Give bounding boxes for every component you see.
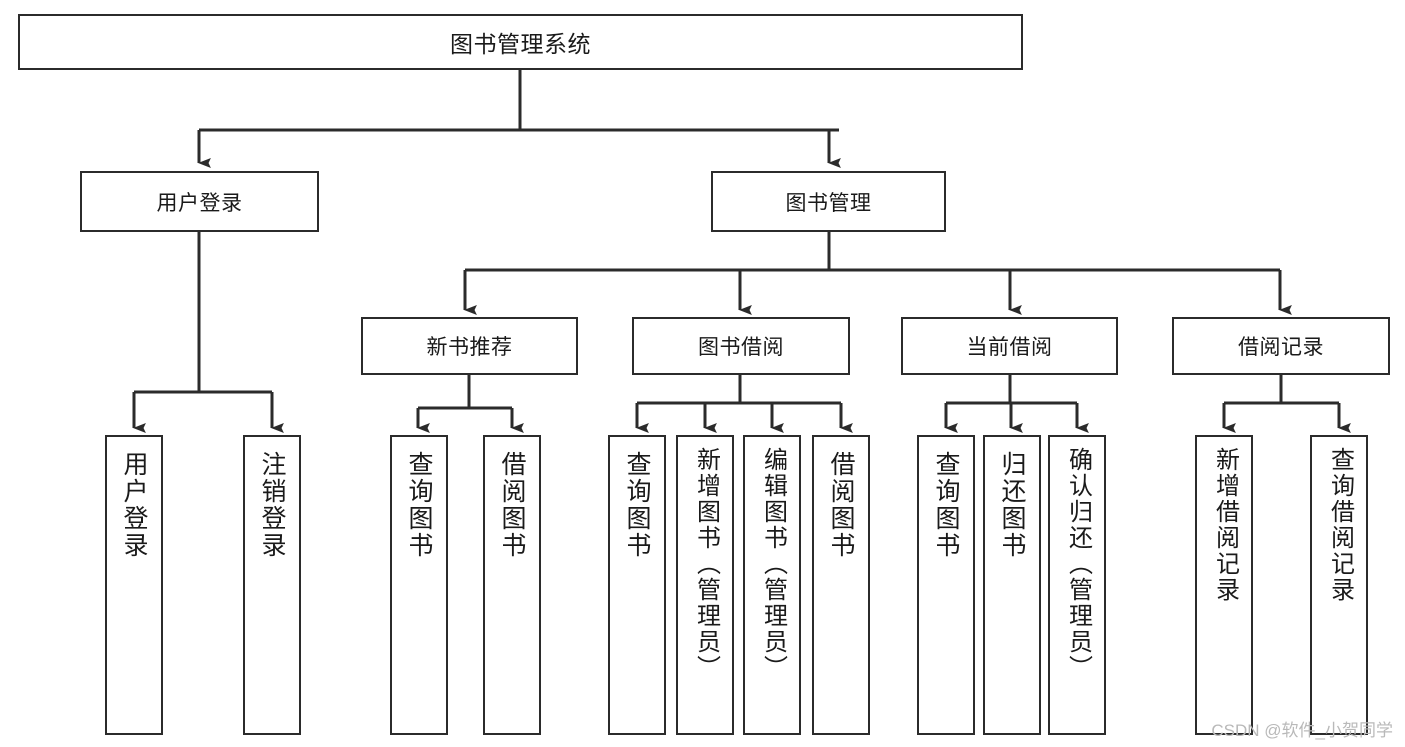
leaf-recommend-query-book[interactable]: 查询图书 [390, 435, 448, 735]
leaf-current-return-book[interactable]: 归还图书 [983, 435, 1041, 735]
leaf-borrow-borrow-book[interactable]: 借阅图书 [812, 435, 870, 735]
node-book-management[interactable]: 图书管理 [711, 171, 946, 232]
leaf-borrow-edit-book-label: 编辑图书（管理员） [759, 447, 787, 681]
leaf-user-login[interactable]: 用户登录 [105, 435, 163, 735]
leaf-record-query-label: 查询借阅记录 [1326, 447, 1354, 603]
leaf-borrow-add-book[interactable]: 新增图书（管理员） [676, 435, 734, 735]
leaf-record-add-label: 新增借阅记录 [1211, 447, 1239, 603]
node-root-label: 图书管理系统 [450, 31, 591, 57]
leaf-record-query[interactable]: 查询借阅记录 [1310, 435, 1368, 735]
node-book-borrow[interactable]: 图书借阅 [632, 317, 850, 375]
leaf-recommend-borrow-book[interactable]: 借阅图书 [483, 435, 541, 735]
node-new-book-recommend-label: 新书推荐 [426, 336, 513, 359]
leaf-borrow-add-book-label: 新增图书（管理员） [692, 447, 720, 681]
node-root-system[interactable]: 图书管理系统 [18, 14, 1023, 70]
leaf-borrow-edit-book[interactable]: 编辑图书（管理员） [743, 435, 801, 735]
node-user-login-label: 用户登录 [156, 191, 243, 215]
node-borrow-record[interactable]: 借阅记录 [1172, 317, 1390, 375]
leaf-current-confirm-return-label: 确认归还（管理员） [1064, 447, 1092, 681]
leaf-logout[interactable]: 注销登录 [243, 435, 301, 735]
leaf-borrow-borrow-book-label: 借阅图书 [827, 451, 855, 559]
leaf-logout-label: 注销登录 [258, 451, 286, 559]
leaf-current-confirm-return[interactable]: 确认归还（管理员） [1048, 435, 1106, 735]
node-user-login[interactable]: 用户登录 [80, 171, 319, 232]
node-book-management-label: 图书管理 [785, 191, 872, 215]
leaf-recommend-borrow-book-label: 借阅图书 [498, 451, 526, 559]
leaf-record-add[interactable]: 新增借阅记录 [1195, 435, 1253, 735]
leaf-user-login-label: 用户登录 [120, 451, 148, 559]
node-borrow-record-label: 借阅记录 [1238, 336, 1324, 359]
leaf-recommend-query-book-label: 查询图书 [405, 451, 433, 559]
node-current-borrow[interactable]: 当前借阅 [901, 317, 1118, 375]
leaf-current-return-book-label: 归还图书 [998, 451, 1026, 559]
watermark-text: CSDN @软件_小贺同学 [1211, 721, 1393, 740]
leaf-borrow-query-book[interactable]: 查询图书 [608, 435, 666, 735]
leaf-current-query-book-label: 查询图书 [932, 451, 960, 559]
leaf-borrow-query-book-label: 查询图书 [623, 451, 651, 559]
node-book-borrow-label: 图书借阅 [698, 336, 784, 359]
leaf-current-query-book[interactable]: 查询图书 [917, 435, 975, 735]
node-current-borrow-label: 当前借阅 [966, 336, 1053, 359]
node-new-book-recommend[interactable]: 新书推荐 [361, 317, 578, 375]
